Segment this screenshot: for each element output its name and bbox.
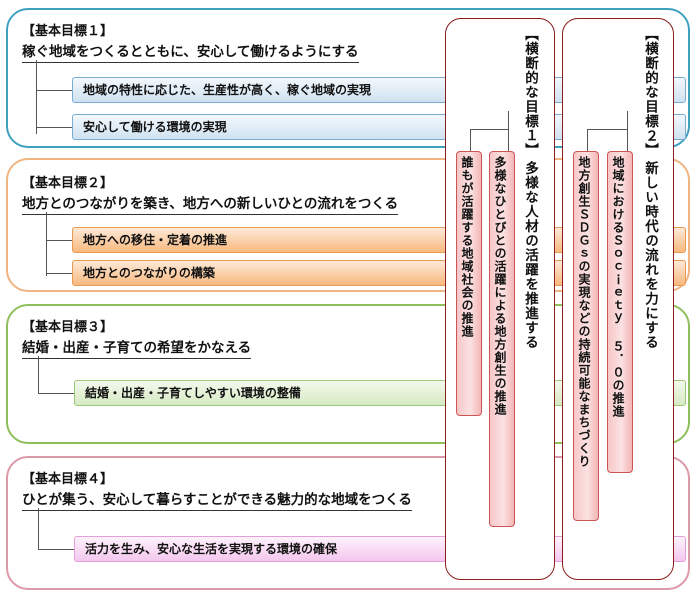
cross-goal-2-branch	[587, 129, 627, 130]
cross-goal-1-item-2-text: 誰もが活躍する地域社会の推進	[460, 156, 474, 338]
basic-goal-4-title: ひとが集う、安心して暮らすことができる魅力的な地域をつくる	[22, 488, 412, 511]
basic-goal-1-label: 【基本目標１】	[22, 24, 114, 39]
basic-goal-2-branch-1	[46, 240, 72, 241]
basic-goal-2-title: 地方とのつながりを築き、地方への新しいひとの流れをつくる	[22, 192, 399, 215]
cross-goal-2-item-2-text: 地方創生ＳＤＧｓの実現などの持続可能なまちづくり	[577, 156, 591, 468]
cross-goal-2-connector-left	[587, 129, 588, 151]
cross-goal-1-label: 【横断的な目標１】	[522, 27, 538, 158]
basic-goal-1-branch-2	[36, 127, 72, 128]
basic-goal-4-label: 【基本目標４】	[22, 472, 114, 487]
cross-goal-1-title: 多様な人材の活躍を推進する	[522, 161, 538, 350]
cross-goal-1-item-1: 多様なひとびとの活躍による地方創生の推進	[489, 151, 515, 527]
cross-goal-2-connector-right	[627, 111, 628, 151]
basic-goal-1-title: 稼ぐ地域をつくるとともに、安心して働けるようにする	[22, 40, 359, 63]
cross-goal-2-item-2: 地方創生ＳＤＧｓの実現などの持続可能なまちづくり	[573, 151, 599, 521]
cross-goal-2-item-1-text: 地域におけるＳｏｃｉｅｔｙ ５．０の推進	[611, 156, 625, 418]
cross-goal-1: 【横断的な目標１】 多様な人材の活躍を推進する 多様なひとびとの活躍による地方創…	[445, 18, 555, 580]
basic-goal-3-label: 【基本目標３】	[22, 320, 114, 335]
cross-goal-1-branch	[470, 129, 508, 130]
basic-goal-2-label: 【基本目標２】	[22, 176, 114, 191]
cross-goal-1-item-1-text: 多様なひとびとの活躍による地方創生の推進	[493, 156, 507, 416]
cross-goal-2-label: 【横断的な目標２】	[642, 27, 658, 158]
cross-goal-1-item-2: 誰もが活躍する地域社会の推進	[456, 151, 482, 416]
cross-goal-1-connector-left	[470, 129, 471, 151]
basic-goal-2-connector	[46, 212, 47, 276]
cross-goal-1-connector-right	[508, 111, 509, 151]
cross-goal-2-item-1: 地域におけるＳｏｃｉｅｔｙ ５．０の推進	[607, 151, 633, 473]
cross-goal-2: 【横断的な目標２】 新しい時代の流れを力にする 地域におけるＳｏｃｉｅｔｙ ５．…	[562, 18, 674, 580]
basic-goal-3-title: 結婚・出産・子育ての希望をかなえる	[22, 336, 252, 359]
basic-goal-3-connector	[38, 356, 39, 393]
basic-goal-3-branch-1	[38, 393, 74, 394]
basic-goal-4-branch-1	[38, 549, 74, 550]
basic-goal-4-connector	[38, 508, 39, 549]
basic-goal-1-connector	[36, 60, 37, 134]
cross-goal-2-title: 新しい時代の流れを力にする	[642, 161, 658, 350]
basic-goal-1-branch-1	[36, 90, 72, 91]
basic-goal-2-branch-2	[46, 273, 72, 274]
